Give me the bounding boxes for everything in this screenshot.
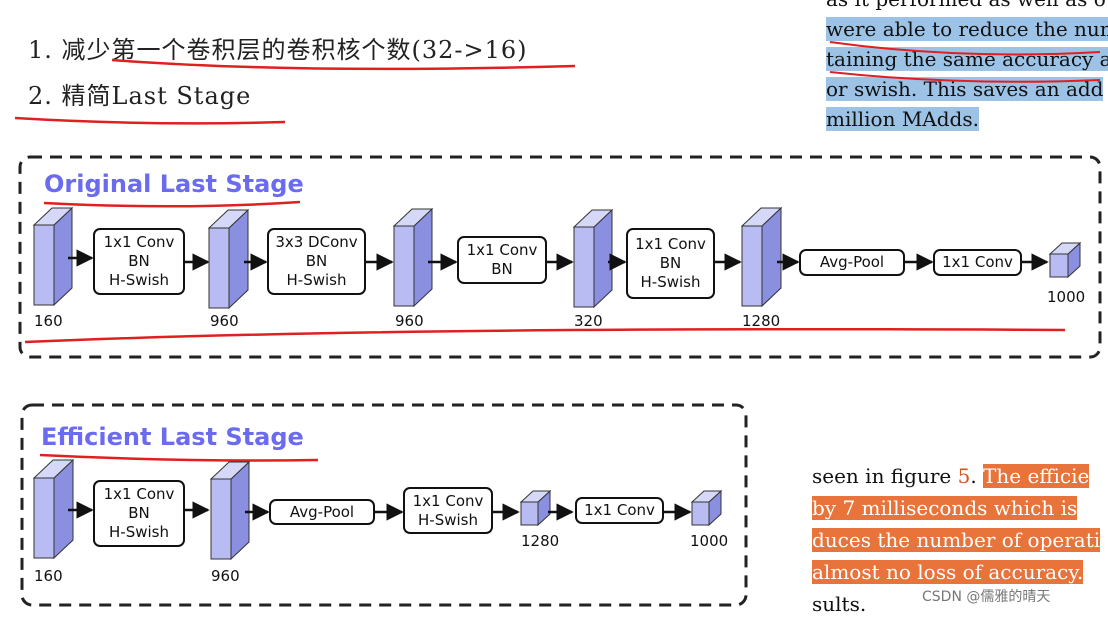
op-block-conv: 1x1 Conv [933,249,1022,276]
tensor-label: 1000 [1047,288,1086,306]
tensor-label: 960 [211,567,240,585]
op-label: H-Swish [286,271,347,289]
tensor-block [207,208,250,310]
output-cube [1048,241,1082,279]
op-block-conv-hswish: 1x1 Conv H-Swish [403,487,493,534]
red-underline [829,71,1101,83]
highlighted-text: million MAdds. [826,107,979,131]
paper-line: sults. [812,592,867,616]
op-label: 1x1 Conv [942,253,1013,271]
op-label: 1x1 Conv [466,241,538,259]
op-block-avg-pool: Avg-Pool [269,499,375,525]
paper-line: as it performed as well as o [826,0,1108,14]
highlighted-text: taining the same accuracy a [826,47,1108,71]
highlighted-text: by 7 milliseconds which is [812,496,1078,520]
paper-line: almost no loss of accuracy. [812,556,1100,588]
op-label: 1x1 Conv [103,485,175,503]
efficient-stage-frame [20,403,748,607]
op-label: H-Swish [109,271,169,289]
paper-text: . [970,464,984,488]
op-block-conv-bn-hswish: 1x1 Conv BN H-Swish [93,480,185,547]
op-block-dconv-bn-hswish: 3x3 DConv BN H-Swish [267,228,366,295]
op-label: H-Swish [640,273,701,291]
red-underline [14,116,286,125]
paper-line: were able to reduce the num [826,14,1108,44]
op-label: 1x1 Conv [412,491,484,510]
op-label: 1x1 Conv [103,233,175,251]
tensor-label: 960 [210,312,239,330]
op-label: 1x1 Conv [584,501,655,519]
op-label: 3x3 DConv [275,233,358,251]
watermark: CSDN @儒雅的晴天 [922,589,1051,605]
output-cube [519,489,552,527]
op-label: BN [128,504,150,522]
figure-ref-link[interactable]: 5 [957,464,971,488]
red-underline [829,41,1101,56]
op-label: H-Swish [109,523,169,541]
tensor-block [209,460,251,561]
output-cube [690,489,723,527]
red-underline [43,200,301,208]
tensor-label: 160 [34,567,63,585]
red-underline [24,327,1066,344]
tensor-label: 960 [395,312,424,330]
red-underline [111,58,576,71]
op-label: H-Swish [418,510,478,529]
note-line-1: 1. 减少第一个卷积层的卷积核个数(32->16) [28,36,528,64]
paper-excerpt-bottom: seen in figure 5. The efficie by 7 milli… [812,460,1101,620]
op-label: BN [128,252,150,270]
paper-line: duces the number of operati [812,524,1101,556]
op-label: 1x1 Conv [635,235,706,253]
tensor-block [740,206,783,308]
op-block-conv: 1x1 Conv [575,497,664,524]
tensor-block [392,207,434,308]
op-label: Avg-Pool [819,253,885,271]
op-label: BN [659,254,682,272]
op-block-conv-bn-hswish: 1x1 Conv BN H-Swish [626,228,715,299]
original-stage-frame [18,155,1102,359]
paper-excerpt-top: as it performed as well as o were able t… [826,0,1108,134]
highlighted-text: The efficie [983,464,1090,488]
paper-line: million MAdds. [826,104,1108,134]
op-block-conv-bn: 1x1 Conv BN [457,236,547,284]
tensor-label: 1280 [742,312,781,330]
tensor-block [32,206,74,307]
highlighted-text: almost no loss of accuracy. [812,560,1084,584]
paper-line: seen in figure 5. The efficie [812,460,1100,492]
tensor-label: 320 [574,312,603,330]
tensor-label: 160 [34,312,63,330]
op-label: Avg-Pool [289,502,355,521]
op-label: BN [305,252,328,270]
op-block-avg-pool: Avg-Pool [799,249,905,276]
tensor-block [572,208,614,309]
op-block-conv-bn-hswish: 1x1 Conv BN H-Swish [93,228,185,295]
highlighted-text: were able to reduce the num [826,17,1108,41]
tensor-block [32,458,75,560]
efficient-stage-title: Efficient Last Stage [41,423,304,451]
original-stage-title: Original Last Stage [44,170,304,198]
paper-text: seen in figure [812,464,958,488]
paper-line: taining the same accuracy a [826,44,1108,74]
tensor-label: 1000 [690,532,729,550]
paper-line: by 7 milliseconds which is [812,492,1100,524]
op-label: BN [491,260,513,278]
tensor-label: 1280 [521,532,560,550]
highlighted-text: duces the number of operati [812,528,1101,552]
note-line-2: 2. 精简Last Stage [28,82,252,110]
red-underline [39,453,319,462]
